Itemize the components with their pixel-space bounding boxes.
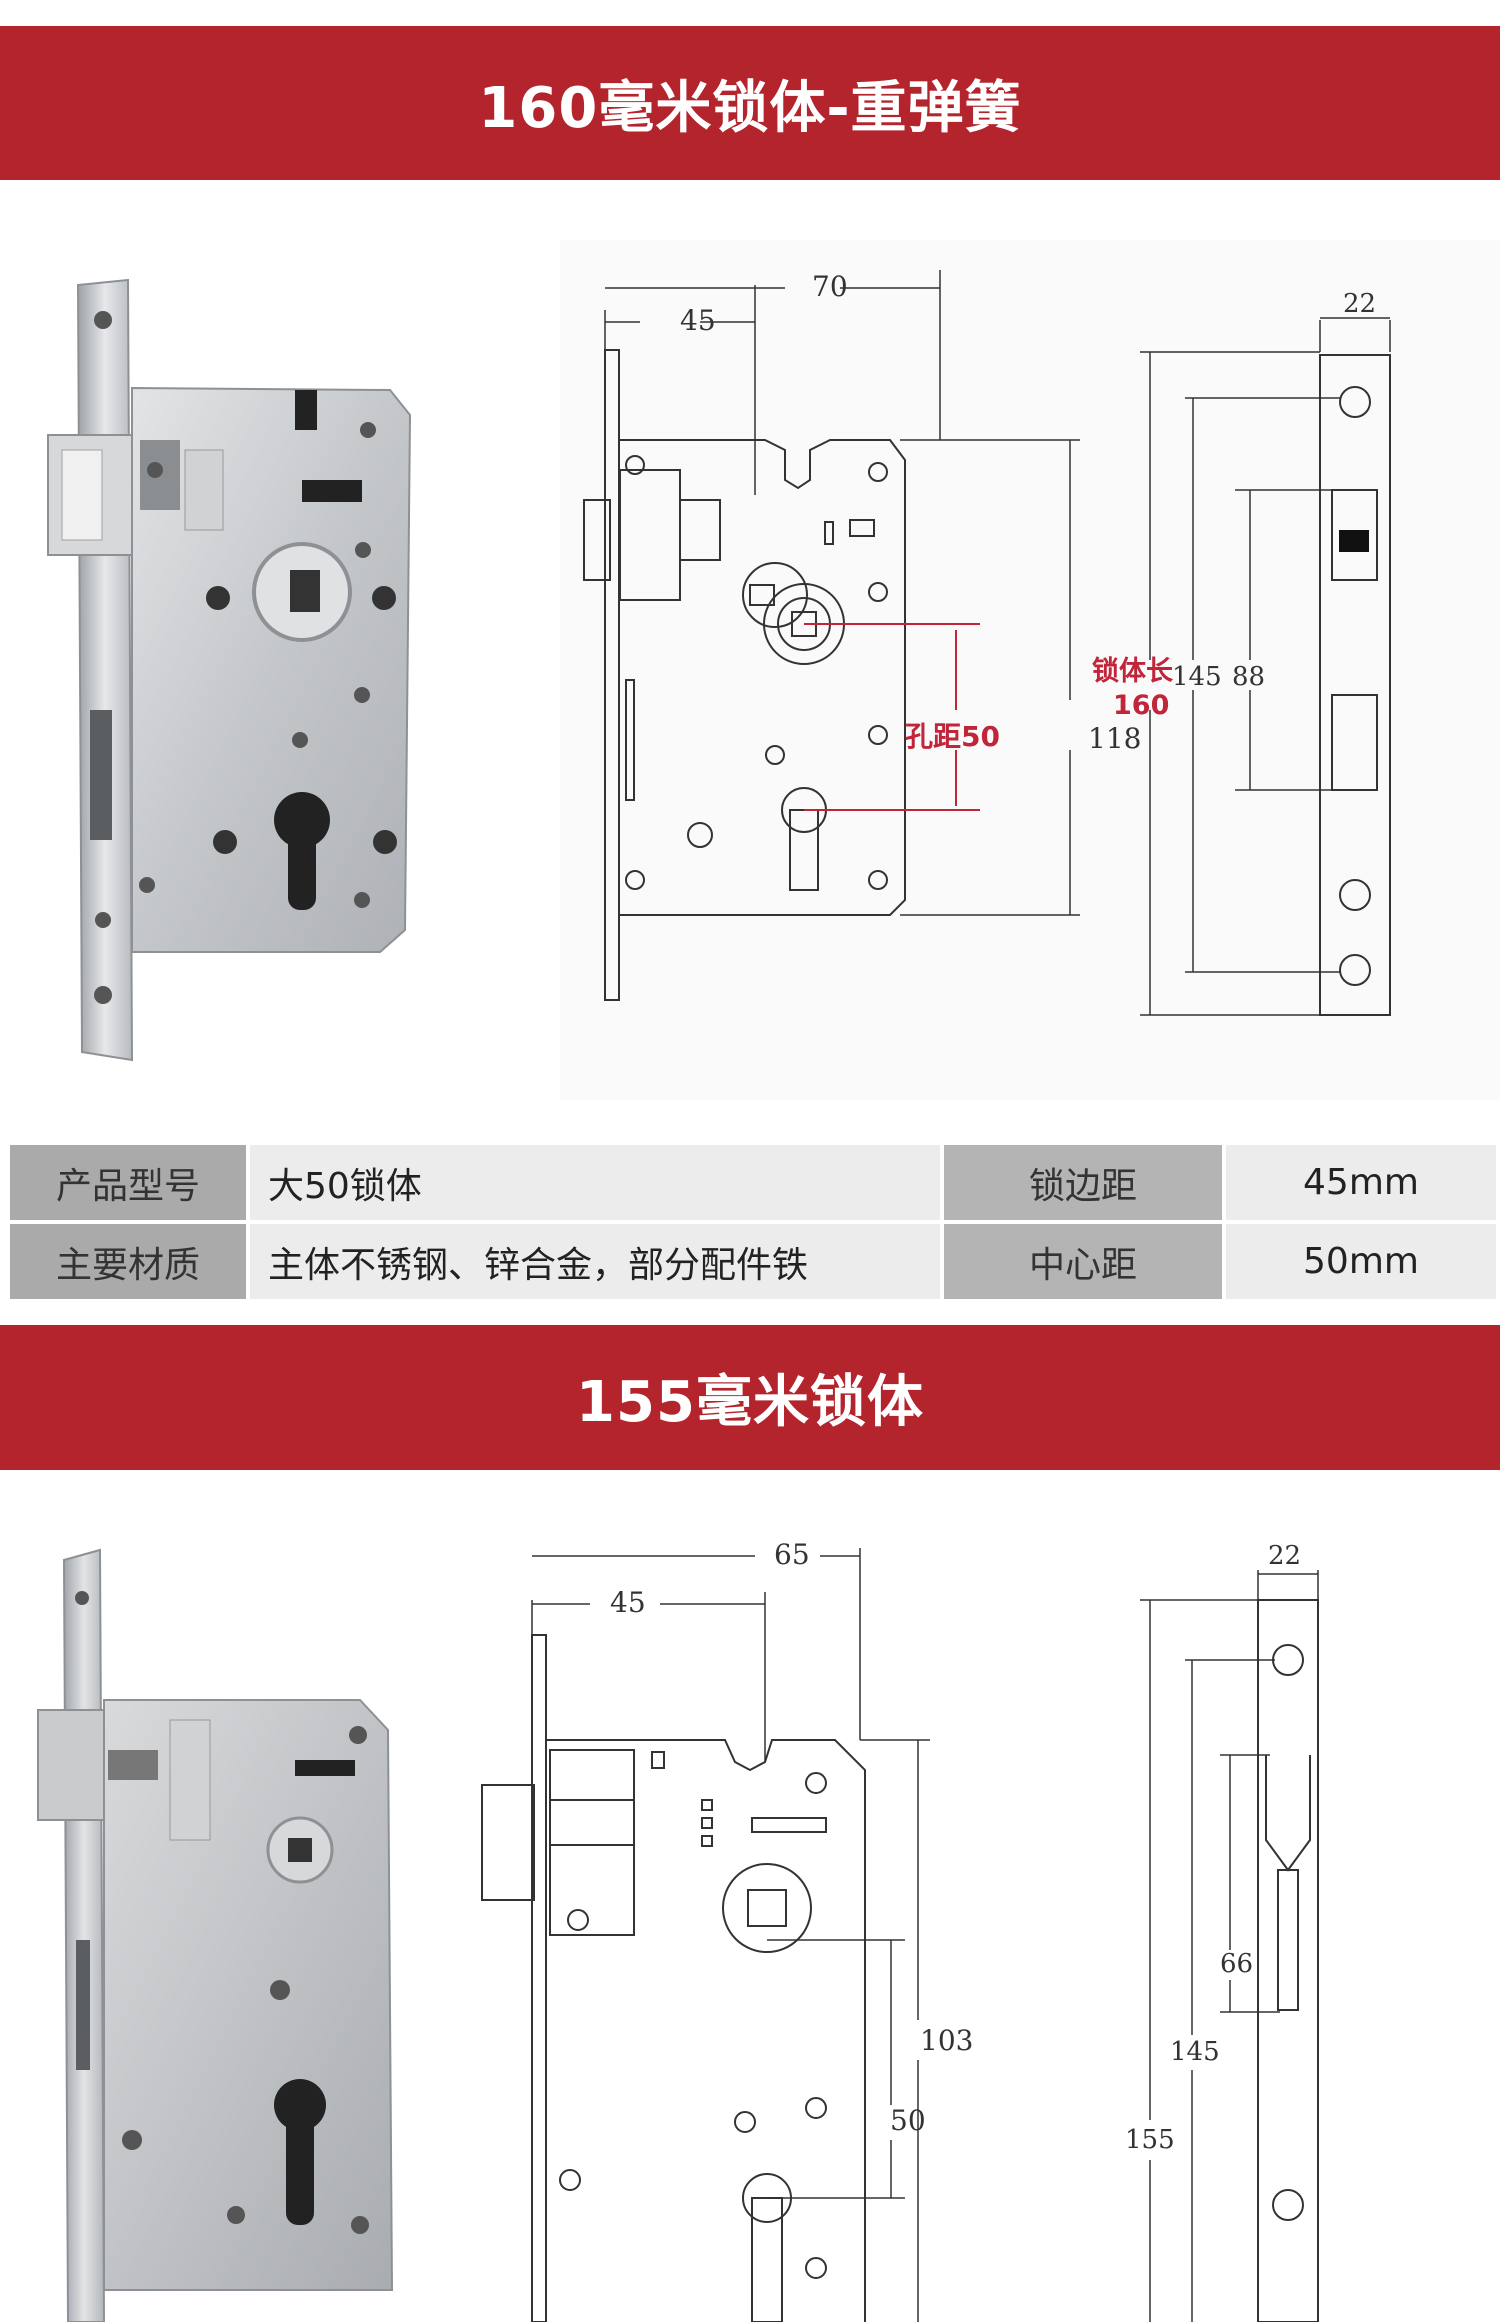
spec-label-backset: 锁边距	[944, 1145, 1222, 1220]
lock-photo-160	[0, 240, 540, 1100]
dim-faceplate-width: 22	[1343, 289, 1376, 319]
spec-table: 产品型号 大50锁体 锁边距 45mm 主要材质 主体不锈钢、锌合金，部分配件铁…	[10, 1145, 1496, 1303]
dim-width-label: 65	[774, 1538, 810, 1571]
spec-label-material: 主要材质	[10, 1224, 246, 1299]
lock-body-image	[47, 278, 412, 1062]
dim-height-label: 118	[1088, 722, 1141, 755]
section-title: 155毫米锁体	[576, 1370, 924, 1435]
dimension-drawing: 45 65 103 50 22 66 145 155	[481, 1538, 1319, 2322]
lock-dimension-drawing-160: 45 70 118 孔距50 22 145 88	[560, 240, 1500, 1100]
dim-faceplate-155: 155	[1125, 2125, 1175, 2155]
section-banner-160: 160毫米锁体-重弹簧	[0, 26, 1500, 180]
dim-faceplate-66: 66	[1220, 1949, 1253, 1979]
dim-height-label: 103	[920, 2024, 973, 2057]
spec-value-model: 大50锁体	[250, 1145, 940, 1220]
section-banner-155: 155毫米锁体	[0, 1325, 1500, 1470]
lock-photo-155	[0, 1520, 420, 2322]
dim-center-distance-label: 50	[890, 2104, 926, 2137]
spec-value-backset: 45mm	[1226, 1145, 1496, 1220]
dim-lock-length-line2: 160	[1113, 690, 1169, 721]
dim-backset-label: 45	[680, 304, 716, 337]
spec-value-material: 主体不锈钢、锌合金，部分配件铁	[250, 1224, 940, 1299]
dim-faceplate-88: 88	[1232, 662, 1265, 692]
lock-dimension-drawing-155: 45 65 103 50 22 66 145 155	[440, 1500, 1500, 2322]
dim-backset-label: 45	[610, 1586, 646, 1619]
lock-body-image	[37, 1548, 394, 2322]
spec-label-model: 产品型号	[10, 1145, 246, 1220]
dim-faceplate-145: 145	[1172, 662, 1222, 692]
dim-faceplate-145: 145	[1170, 2037, 1220, 2067]
spec-label-center-distance: 中心距	[944, 1224, 1222, 1299]
dim-lock-length-line1: 锁体长	[1092, 655, 1174, 687]
section-title: 160毫米锁体-重弹簧	[478, 75, 1022, 141]
spec-value-center-distance: 50mm	[1226, 1224, 1496, 1299]
dim-hole-distance-label: 孔距50	[905, 720, 1000, 753]
dimension-drawing: 45 70 118 孔距50 22 145 88	[583, 270, 1391, 1016]
dim-faceplate-width: 22	[1268, 1541, 1301, 1571]
dim-width-label: 70	[812, 270, 848, 303]
